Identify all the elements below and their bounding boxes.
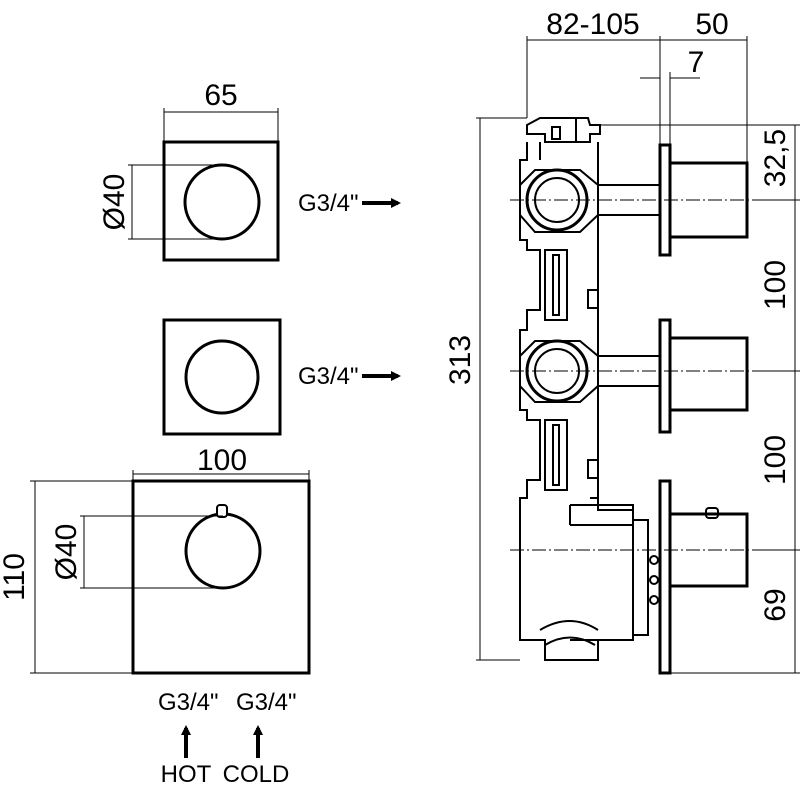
middle-knob-outline xyxy=(184,339,260,415)
side-view xyxy=(510,117,760,675)
outlet-upper-callout: G3/4" xyxy=(298,190,401,217)
depth-range-label: 82-105 xyxy=(546,8,639,41)
outlet-middle-thread-label: G3/4" xyxy=(298,363,359,390)
main-plate-width-label: 100 xyxy=(197,444,247,477)
inlet-cold-thread-label: G3/4" xyxy=(236,689,297,716)
outlet-upper-thread-label: G3/4" xyxy=(298,190,359,217)
main-plate-outline xyxy=(131,479,311,675)
main-knob-indicator xyxy=(216,504,228,518)
spacing-upper-label: 100 xyxy=(759,260,792,310)
side-view-dimensions: 82-105 50 7 313 32,5 100 100 69 xyxy=(444,8,800,674)
middle-knob-side xyxy=(668,336,749,412)
upper-knob-diameter-label: Ø40 xyxy=(98,174,131,231)
upper-plate-outline xyxy=(162,140,280,262)
main-knob-outline xyxy=(184,512,262,590)
middle-small-control-view xyxy=(162,318,282,436)
total-height-label: 313 xyxy=(444,335,477,385)
main-knob-diameter-label: Ø40 xyxy=(50,524,83,581)
upper-plate-width-label: 65 xyxy=(204,79,237,112)
cold-label: COLD xyxy=(223,761,290,788)
spacing-lower-label: 100 xyxy=(759,435,792,485)
middle-plate-outline xyxy=(162,318,282,436)
top-offset-label: 32,5 xyxy=(759,129,792,187)
plate-thickness-label: 7 xyxy=(688,46,705,79)
upper-small-control-view: 65 Ø40 xyxy=(98,79,280,262)
outlet-middle-callout: G3/4" xyxy=(298,363,401,390)
inlet-hot-thread-label: G3/4" xyxy=(158,689,219,716)
knob-projection-label: 50 xyxy=(695,8,728,41)
bottom-offset-label: 69 xyxy=(759,588,792,621)
inlet-hot-callout: G3/4" HOT xyxy=(158,689,219,788)
main-thermostat-control-view: 100 110 Ø40 xyxy=(0,444,311,675)
main-plate-height-label: 110 xyxy=(0,553,31,601)
upper-knob-outline xyxy=(183,163,261,241)
inlet-cold-callout: G3/4" COLD xyxy=(223,689,297,788)
hot-label: HOT xyxy=(161,761,212,788)
